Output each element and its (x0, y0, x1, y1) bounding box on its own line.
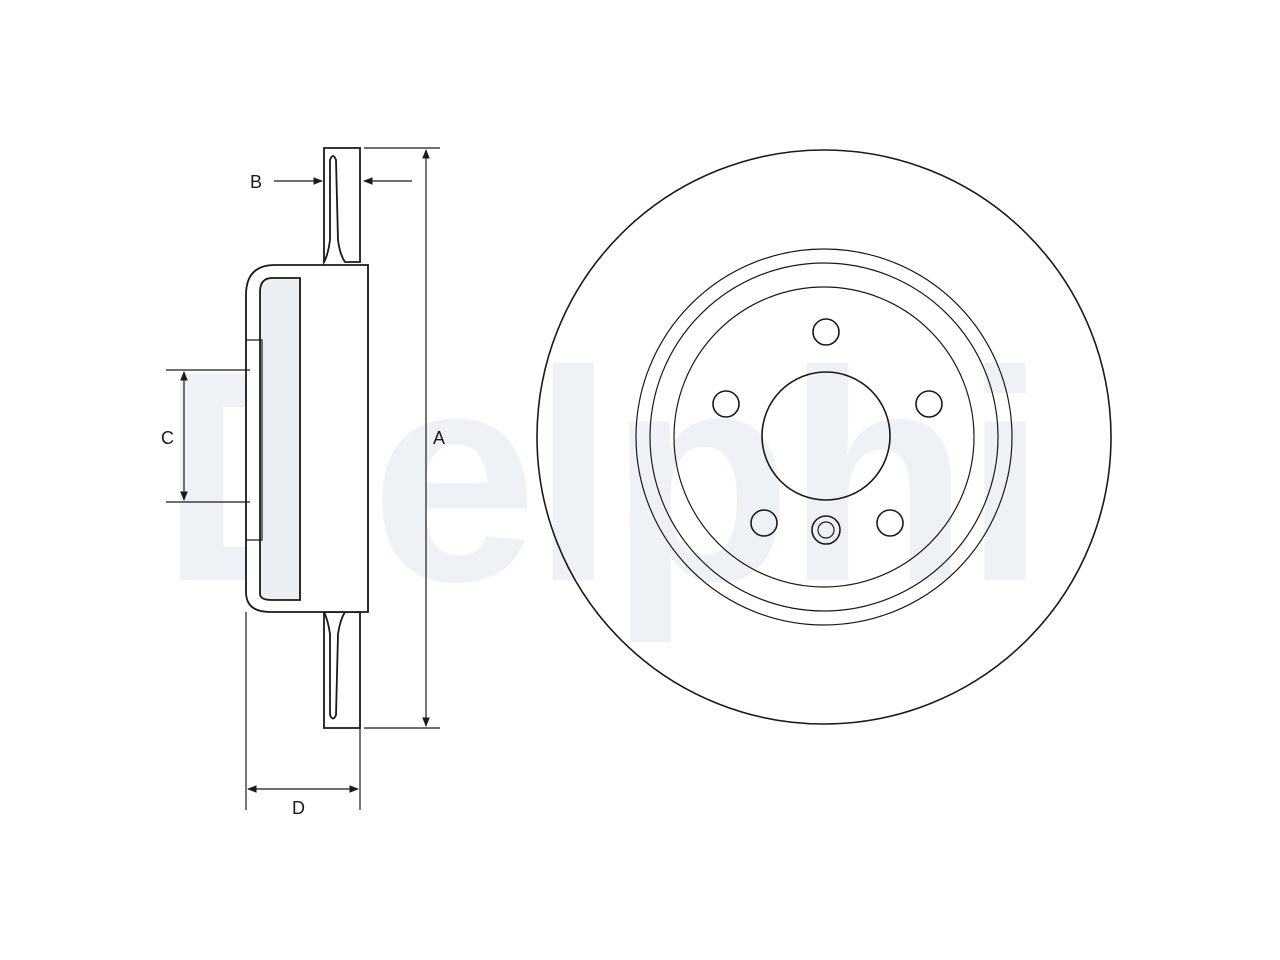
front-view (536, 149, 1112, 725)
locating-screw-hole-outer (811, 515, 841, 545)
hat-inner-ring (673, 286, 975, 588)
bolt-hole-2 (915, 390, 943, 418)
upper-friction-ring (323, 147, 361, 266)
disc-outer-edge (536, 149, 1112, 725)
bolt-hole-3 (876, 509, 904, 537)
bolt-hole-4 (750, 509, 778, 537)
bolt-hole-1 (812, 318, 840, 346)
locating-screw-hole-inner (817, 521, 835, 539)
dim-b-label: B (250, 172, 262, 192)
hat-wall (259, 277, 301, 601)
lower-friction-ring (323, 611, 361, 729)
bolt-hole-5 (712, 390, 740, 418)
hat-outer-ring (635, 248, 1013, 626)
centre-bore (761, 371, 891, 501)
dim-c-label: C (161, 428, 174, 448)
dim-d-label: D (292, 798, 305, 818)
dim-a-label: A (433, 428, 445, 448)
hat-step-ring (649, 262, 999, 612)
hub-face (246, 339, 263, 541)
side-view: A B C D (161, 147, 445, 818)
